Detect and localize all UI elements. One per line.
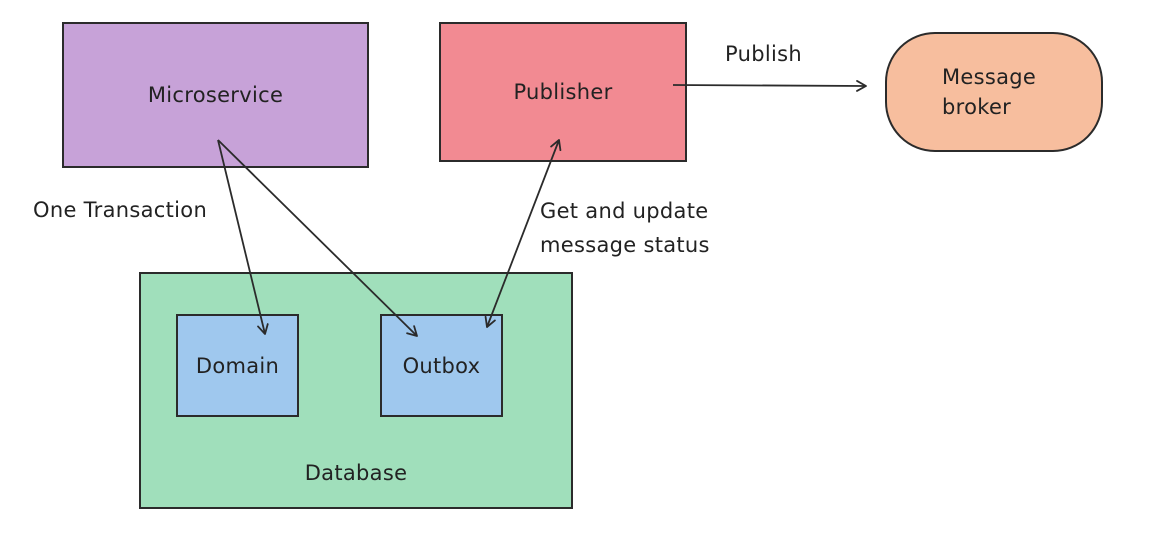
database-label: Database <box>304 461 408 485</box>
status-edge-label-line1: Get and update <box>540 199 709 223</box>
publisher-label: Publisher <box>513 80 613 104</box>
publisher-node: Publisher <box>439 22 687 162</box>
publish-edge-label: Publish <box>725 42 802 66</box>
status-edge-label-line2: message status <box>540 233 710 257</box>
transaction-to-outbox-arrow <box>217 139 418 337</box>
message-broker-label: Message broker <box>942 62 1036 122</box>
message-broker-node: Message broker <box>885 32 1103 152</box>
outbox-table-node: Outbox <box>380 314 503 417</box>
transaction-to-domain-arrow <box>217 139 269 335</box>
message-broker-label-line2: broker <box>942 95 1012 119</box>
domain-table-node: Domain <box>176 314 299 417</box>
outbox-label: Outbox <box>402 353 481 378</box>
publish-arrow <box>672 80 867 92</box>
message-broker-label-line1: Message <box>942 65 1037 89</box>
microservice-label: Microservice <box>147 83 284 107</box>
microservice-node: Microservice <box>62 22 369 168</box>
outbox-publisher-arrow <box>484 139 562 328</box>
status-edge-label: Get and update message status <box>540 194 710 262</box>
transaction-edge-label: One Transaction <box>33 198 208 222</box>
domain-label: Domain <box>195 353 280 378</box>
